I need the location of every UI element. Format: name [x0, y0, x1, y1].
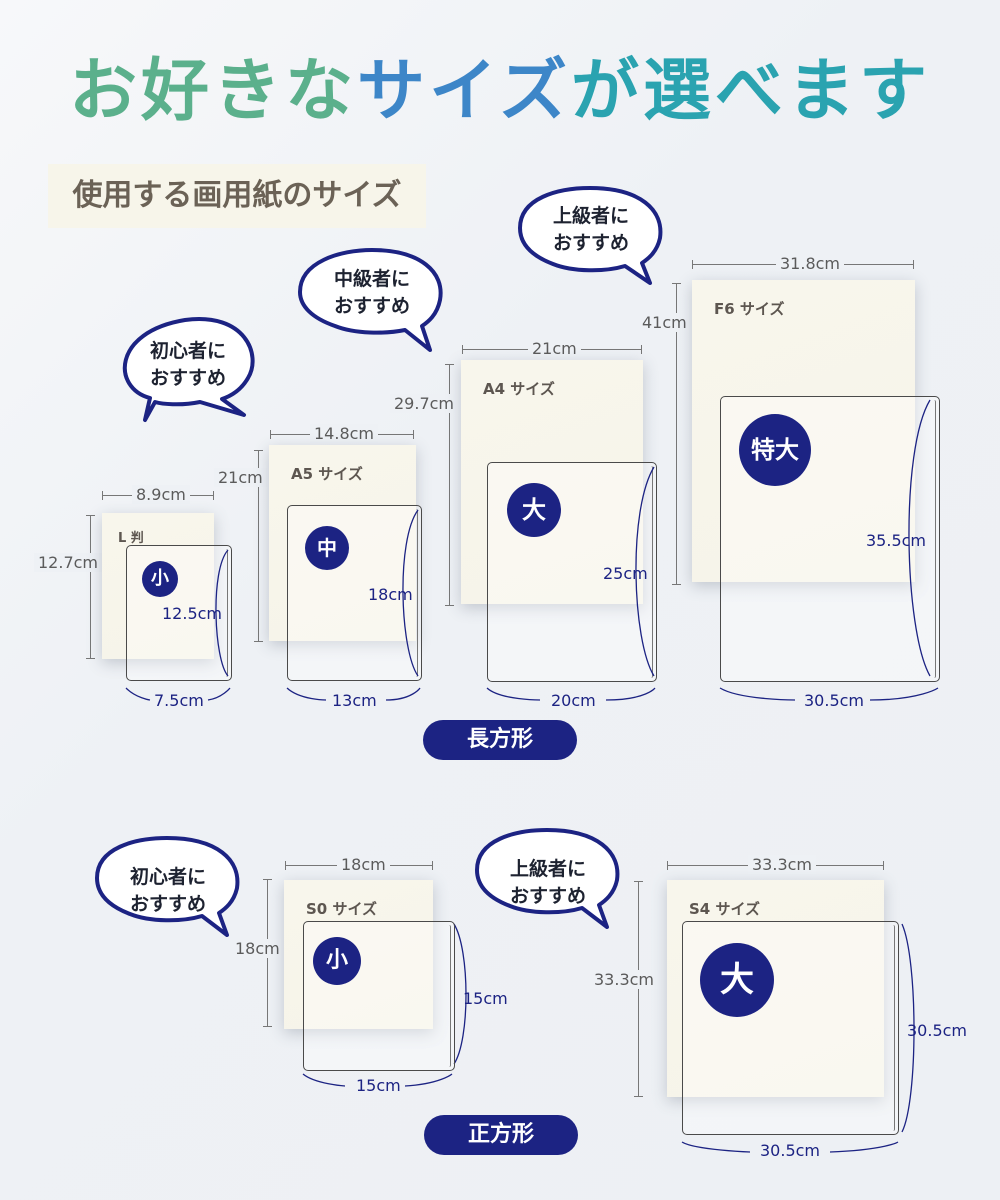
- bubble-line-1: 初心者に: [129, 866, 206, 888]
- paper-width-label: 21cm: [528, 339, 581, 358]
- size-badge-extra-large: 特大: [739, 414, 811, 486]
- bubble-intermediate: 中級者に おすすめ: [302, 266, 442, 326]
- title-part-1: お好きな: [69, 52, 358, 131]
- sheet-width-label: 30.5cm: [760, 1141, 821, 1160]
- paper-height-label: 41cm: [638, 313, 691, 332]
- bubble-line-1: 上級者に: [509, 858, 586, 880]
- title-part-2: サイズ: [357, 52, 571, 131]
- sheet-width-label: 15cm: [356, 1076, 401, 1095]
- sheet-width-label: 30.5cm: [804, 691, 865, 710]
- bubble-line-1: 上級者に: [552, 205, 629, 227]
- bubble-line-2: おすすめ: [149, 367, 226, 389]
- paper-name: S0 サイズ: [306, 900, 378, 918]
- sheet-small: [126, 545, 232, 681]
- height-dimension-line: [634, 881, 643, 1097]
- paper-height-label: 21cm: [214, 468, 267, 487]
- group-label-square: 正方形: [424, 1115, 578, 1155]
- paper-height-label: 18cm: [231, 939, 284, 958]
- sheet-width-label: 13cm: [332, 691, 377, 710]
- bubble-line-2: おすすめ: [509, 885, 586, 907]
- bubble-advanced-square: 上級者に おすすめ: [477, 856, 619, 916]
- paper-name: F6 サイズ: [714, 300, 785, 318]
- bubble-beginner-square: 初心者に おすすめ: [97, 864, 239, 924]
- paper-height-label: 33.3cm: [590, 970, 659, 989]
- bubble-line-2: おすすめ: [129, 893, 206, 915]
- height-dimension-line: [86, 515, 95, 659]
- paper-height-label: 12.7cm: [34, 553, 103, 572]
- paper-width-label: 31.8cm: [776, 254, 845, 273]
- bubble-line-1: 初心者に: [149, 340, 226, 362]
- bubble-advanced: 上級者に おすすめ: [520, 203, 662, 263]
- paper-height-label: 29.7cm: [390, 394, 459, 413]
- paper-name: L 判: [118, 531, 144, 546]
- sheet-height-label: 30.5cm: [907, 1021, 968, 1040]
- bubble-line-1: 中級者に: [333, 268, 410, 290]
- height-dimension-line: [672, 283, 681, 585]
- paper-width-label: 18cm: [337, 855, 390, 874]
- paper-a4-size: A4 サイズ: [461, 360, 643, 604]
- size-badge-small: 小: [142, 561, 178, 597]
- size-badge-medium: 中: [305, 526, 349, 570]
- sheet-height-label: 18cm: [368, 585, 413, 604]
- sheet-height-label: 25cm: [603, 564, 648, 583]
- sheet-width-label: 20cm: [551, 691, 596, 710]
- sheet-height-label: 35.5cm: [866, 531, 927, 550]
- size-badge-large: 大: [700, 943, 774, 1017]
- title-part-3: が選べます: [570, 52, 931, 131]
- height-dimension-line: [254, 450, 263, 642]
- paper-width-label: 33.3cm: [748, 855, 817, 874]
- height-dimension-line: [445, 364, 454, 606]
- paper-width-label: 8.9cm: [132, 485, 190, 504]
- sheet-height-label: 15cm: [463, 989, 508, 1008]
- paper-name: S4 サイズ: [689, 900, 761, 918]
- sheet-height-label: 12.5cm: [162, 604, 223, 623]
- paper-name: A5 サイズ: [291, 465, 363, 483]
- size-badge-small: 小: [313, 937, 361, 985]
- section-label: 使用する画用紙のサイズ: [48, 164, 426, 228]
- bubble-line-2: おすすめ: [333, 295, 410, 317]
- group-label-rectangle: 長方形: [423, 720, 577, 760]
- page-title: お好きなサイズが選べます: [0, 52, 1000, 132]
- size-badge-large: 大: [507, 483, 561, 537]
- paper-s4-size: S4 サイズ: [667, 880, 884, 1097]
- paper-width-label: 14.8cm: [310, 424, 379, 443]
- paper-name: A4 サイズ: [483, 380, 555, 398]
- sheet-width-label: 7.5cm: [154, 691, 204, 710]
- bubble-line-2: おすすめ: [552, 232, 629, 254]
- bubble-beginner: 初心者に おすすめ: [118, 338, 258, 398]
